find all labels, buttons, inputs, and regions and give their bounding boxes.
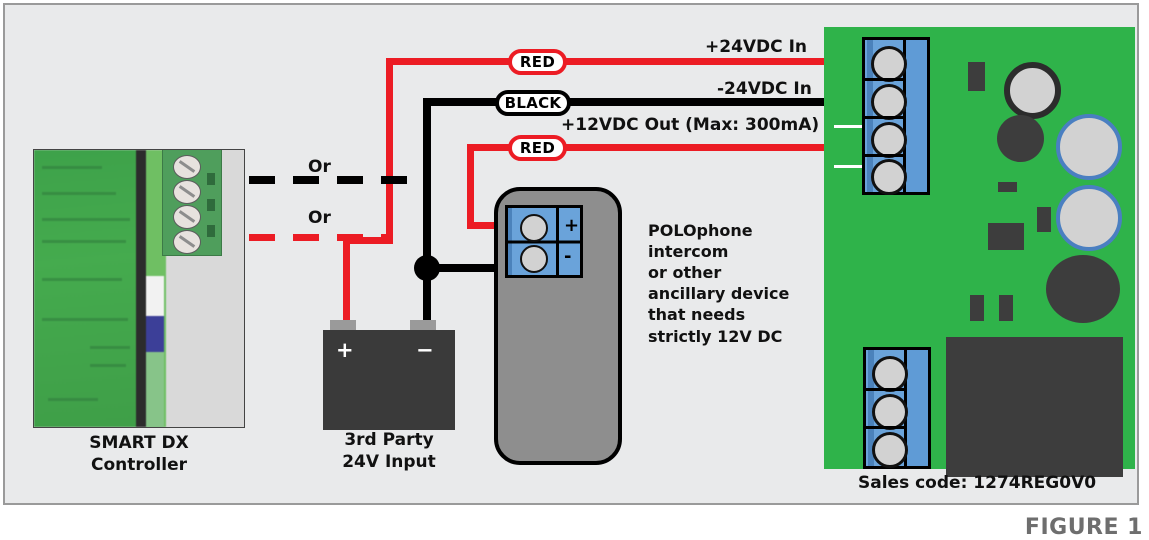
- battery-minus-symbol: −: [416, 338, 434, 362]
- label-minus-24vdc-in: -24VDC In: [717, 79, 812, 99]
- wire-tag-red-12v: RED: [508, 135, 567, 161]
- pcb-lower-terminal-hole-2[interactable]: [872, 394, 908, 430]
- pcb-terminal-hole-3[interactable]: [871, 122, 907, 158]
- or-label-red: Or: [308, 208, 331, 228]
- wire-red-12v-horizontal: [467, 144, 861, 151]
- pcb-chip-3: [1037, 207, 1051, 232]
- wire-black-24v-vertical: [423, 98, 431, 268]
- pcb-chip-6: [999, 295, 1013, 321]
- pcb-sales-code: Sales code: 1274REG0V0: [858, 473, 1097, 493]
- battery-positive-cap: [330, 320, 356, 330]
- intercom-terminal-hole-positive[interactable]: [520, 214, 548, 242]
- pcb-terminal-block-upper[interactable]: [862, 37, 930, 195]
- wire-red-battery-positive: [343, 237, 350, 330]
- regulator-pcb: [824, 27, 1135, 477]
- wire-tag-black-24v: BLACK: [495, 90, 571, 116]
- pcb-lower-terminal-hole-3[interactable]: [872, 432, 908, 468]
- battery-negative-cap: [410, 320, 436, 330]
- wire-black-24v-horizontal: [423, 98, 861, 106]
- pcb-silkscreen-mark-1: [834, 125, 862, 128]
- pcb-terminal-hole-2[interactable]: [871, 84, 907, 120]
- pcb-main-module: [946, 337, 1123, 477]
- wire-junction-dot: [414, 255, 440, 281]
- wire-dashed-red-controller: [205, 234, 387, 241]
- pcb-chip-2: [998, 182, 1017, 192]
- intercom-description: POLOphone intercom or other ancillary de…: [648, 221, 790, 346]
- figure-caption: FIGURE 1: [1024, 515, 1143, 540]
- intercom-terminal-block[interactable]: + -: [505, 205, 583, 278]
- pcb-capacitor-blue-2: [1056, 185, 1122, 251]
- battery-caption-line2: 24V Input: [342, 451, 436, 472]
- label-plus-24vdc-in: +24VDC In: [705, 37, 807, 57]
- controller-caption-line1: SMART DX: [89, 433, 189, 453]
- wire-red-12v-to-intercom: [467, 222, 519, 229]
- wire-black-battery-negative: [423, 268, 431, 330]
- controller-blue-chip: [146, 316, 164, 352]
- battery-caption: 3rd Party 24V Input: [305, 430, 473, 474]
- intercom-minus-label: -: [564, 246, 572, 267]
- intercom-terminal-hole-negative[interactable]: [520, 245, 548, 273]
- intercom-plus-label: +: [564, 215, 580, 236]
- battery-plus-symbol: +: [336, 338, 354, 362]
- pcb-capacitor-blue-1: [1056, 114, 1122, 180]
- wire-red-24v-horizontal-top: [386, 58, 861, 65]
- or-label-black: Or: [308, 157, 331, 177]
- controller-photo: [34, 150, 166, 427]
- controller-caption-line2: Controller: [90, 454, 187, 475]
- controller-lower-green: [146, 352, 164, 427]
- controller-dark-strip: [136, 150, 146, 427]
- pcb-silkscreen-mark-2: [834, 165, 862, 168]
- battery-body: [323, 330, 455, 430]
- pcb-chip-5: [970, 295, 984, 321]
- pcb-component-dark-round: [997, 115, 1044, 162]
- smart-dx-controller: [33, 149, 245, 428]
- pcb-chip-4: [988, 223, 1024, 250]
- diagram-panel: Or Or RED BLACK RED +24VDC In -24VDC In …: [3, 3, 1139, 505]
- pcb-terminal-hole-4[interactable]: [871, 159, 907, 195]
- pcb-component-dark-round-2: [1046, 255, 1120, 323]
- wire-red-24v-vertical: [386, 58, 393, 243]
- pcb-terminal-block-lower[interactable]: [863, 347, 931, 469]
- battery-caption-line1: 3rd Party: [344, 430, 434, 450]
- label-plus-12vdc-out: +12VDC Out (Max: 300mA): [561, 115, 820, 135]
- pcb-chip-1: [968, 62, 985, 91]
- wire-dashed-black-controller: [205, 176, 424, 184]
- controller-pcb-green: [34, 150, 136, 427]
- controller-terminal-block[interactable]: [162, 150, 222, 256]
- pcb-lower-terminal-hole-1[interactable]: [872, 356, 908, 392]
- pcb-terminal-hole-1[interactable]: [871, 46, 907, 82]
- wire-red-12v-vertical: [467, 144, 474, 229]
- wire-tag-red-24v: RED: [508, 49, 567, 75]
- wire-black-to-intercom: [423, 264, 519, 272]
- controller-white-chip: [146, 276, 164, 316]
- controller-caption: SMART DX Controller: [33, 433, 245, 477]
- pcb-capacitor-black-ring: [1004, 62, 1061, 119]
